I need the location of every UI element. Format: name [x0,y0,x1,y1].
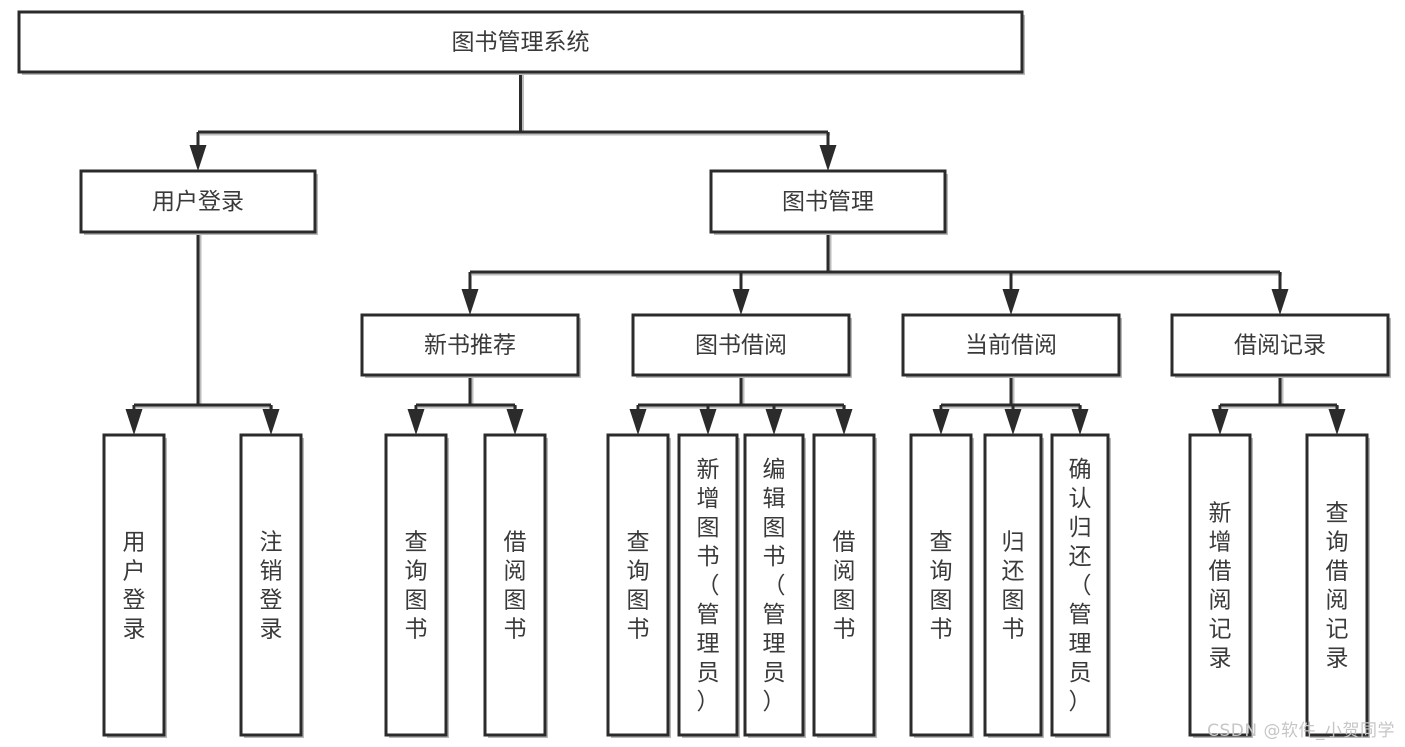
node-box[interactable] [901,313,1121,377]
diagram-node[interactable]: 用户登录 [102,433,167,738]
arrow-head-icon [461,289,479,315]
arrow-head-icon [835,409,853,435]
node-label: 图书管理 [782,189,874,215]
arrow-head-icon [506,409,524,435]
arrow-head-icon [932,409,950,435]
diagram-node[interactable]: 图书管理系统 [17,10,1025,75]
node-box[interactable] [239,433,303,737]
connector-group [932,375,1089,435]
node-box[interactable] [483,433,547,737]
node-label: 查询图书 [627,530,650,643]
node-label: 用户登录 [152,189,244,215]
connector-group [189,72,837,171]
arrow-head-icon [629,409,647,435]
arrow-head-icon [1271,289,1289,315]
connector-layer [125,72,1346,435]
diagram-node[interactable]: 借阅图书 [483,433,548,738]
arrow-head-icon [262,409,280,435]
arrow-head-icon [1211,409,1229,435]
diagram-node[interactable]: 借阅图书 [812,433,877,738]
node-label: 查询借阅记录 [1326,501,1349,672]
diagram-node[interactable]: 编辑图书（管理员） [743,433,806,738]
node-box[interactable] [909,433,973,737]
arrow-head-icon [189,145,207,171]
node-box[interactable] [102,433,166,737]
node-label: 确认归还（管理员） [1069,457,1092,715]
node-label: 查询图书 [405,530,428,643]
node-label: 借阅图书 [504,530,527,643]
diagram-node[interactable]: 查询图书 [909,433,974,738]
node-label: 新书推荐 [424,333,516,359]
arrow-head-icon [125,409,143,435]
arrow-head-icon [765,409,783,435]
diagram-node[interactable]: 新书推荐 [360,313,581,378]
node-label: 用户登录 [123,530,146,643]
connector-group [461,232,1289,315]
arrow-head-icon [407,409,425,435]
node-label: 归还图书 [1002,530,1025,643]
node-box[interactable] [1050,433,1110,737]
diagram-node[interactable]: 图书借阅 [631,313,852,378]
arrow-head-icon [1002,289,1020,315]
node-layer: 图书管理系统用户登录图书管理新书推荐图书借阅当前借阅借阅记录用户登录注销登录查询… [17,10,1391,738]
node-box[interactable] [677,433,739,737]
arrow-head-icon [1071,409,1089,435]
node-label: 图书借阅 [695,333,787,359]
arrow-head-icon [699,409,717,435]
node-label: 借阅图书 [833,530,856,643]
diagram-node[interactable]: 注销登录 [239,433,304,738]
node-label: 当前借阅 [965,333,1057,359]
diagram-node[interactable]: 用户登录 [79,169,318,235]
diagram-node[interactable]: 确认归还（管理员） [1050,433,1111,738]
node-box[interactable] [1188,433,1252,737]
diagram-node[interactable]: 新增图书（管理员） [677,433,740,738]
node-box[interactable] [743,433,805,737]
node-label: 查询图书 [930,530,953,643]
arrow-head-icon [1328,409,1346,435]
node-box[interactable] [606,433,670,737]
node-box[interactable] [360,313,580,377]
connector-group [125,232,280,435]
node-box[interactable] [17,10,1024,74]
node-box[interactable] [709,169,947,234]
diagram-node[interactable]: 新增借阅记录 [1188,433,1253,738]
arrow-head-icon [1004,409,1022,435]
node-label: 编辑图书（管理员） [763,457,786,715]
diagram-node[interactable]: 查询图书 [606,433,671,738]
node-label: 新增图书（管理员） [697,457,720,715]
diagram-node[interactable]: 查询图书 [384,433,449,738]
node-box[interactable] [983,433,1043,737]
connector-group [629,375,853,435]
node-label: 注销登录 [260,530,283,643]
diagram-node[interactable]: 查询借阅记录 [1305,433,1370,738]
node-box[interactable] [631,313,851,377]
node-box[interactable] [1170,313,1390,377]
connector-group [1211,375,1346,435]
diagram-node[interactable]: 借阅记录 [1170,313,1391,378]
diagram-node[interactable]: 归还图书 [983,433,1044,738]
node-label: 借阅记录 [1234,333,1326,359]
node-label: 图书管理系统 [452,30,590,56]
node-box[interactable] [79,169,317,234]
diagram-node[interactable]: 当前借阅 [901,313,1122,378]
arrow-head-icon [819,145,837,171]
arrow-head-icon [732,289,750,315]
connector-group [407,375,524,435]
node-label: 新增借阅记录 [1209,501,1232,672]
node-box[interactable] [812,433,876,737]
node-box[interactable] [1305,433,1369,737]
node-box[interactable] [384,433,448,737]
diagram-node[interactable]: 图书管理 [709,169,948,235]
